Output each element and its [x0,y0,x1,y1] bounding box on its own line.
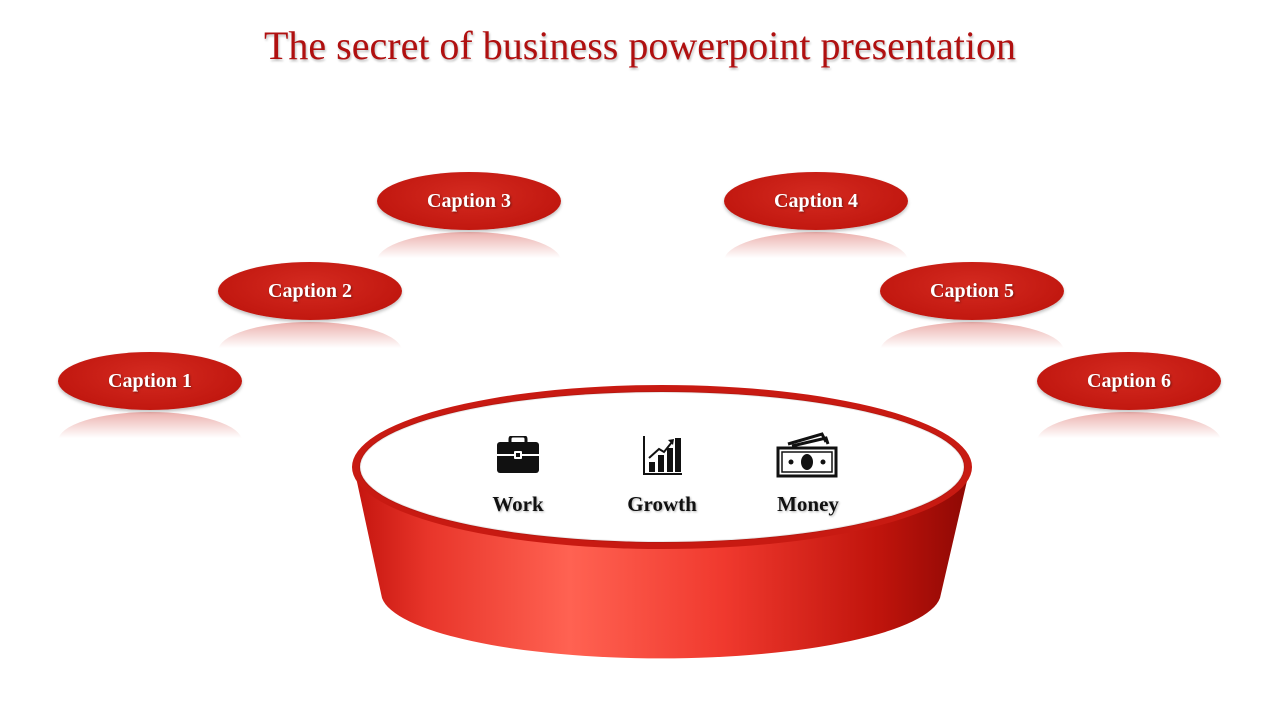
caption-pill: Caption 4 [724,172,908,230]
caption-4: Caption 4 [724,172,908,266]
caption-reflection [724,232,908,266]
caption-3: Caption 3 [377,172,561,266]
caption-label: Caption 1 [108,369,192,392]
caption-1: Caption 1 [58,352,242,446]
caption-label: Caption 3 [427,189,511,212]
caption-2: Caption 2 [218,262,402,356]
caption-reflection [58,412,242,446]
money-label: Money [777,492,839,516]
caption-pill: Caption 1 [58,352,242,410]
money-bills-icon [776,432,838,478]
caption-6: Caption 6 [1037,352,1221,446]
caption-label: Caption 4 [774,189,858,212]
caption-label: Caption 5 [930,279,1014,302]
caption-pill: Caption 3 [377,172,561,230]
caption-label: Caption 6 [1087,369,1171,392]
slide-title: The secret of business powerpoint presen… [263,23,1016,68]
bar-chart-growth-icon [643,436,682,475]
caption-label: Caption 2 [268,279,352,302]
caption-reflection [880,322,1064,356]
caption-5: Caption 5 [880,262,1064,356]
growth-label: Growth [627,492,697,516]
caption-reflection [377,232,561,266]
briefcase-icon [497,436,539,473]
caption-reflection [1037,412,1221,446]
caption-pill: Caption 5 [880,262,1064,320]
work-label: Work [492,492,544,516]
caption-pill: Caption 2 [218,262,402,320]
caption-pill: Caption 6 [1037,352,1221,410]
caption-reflection [218,322,402,356]
